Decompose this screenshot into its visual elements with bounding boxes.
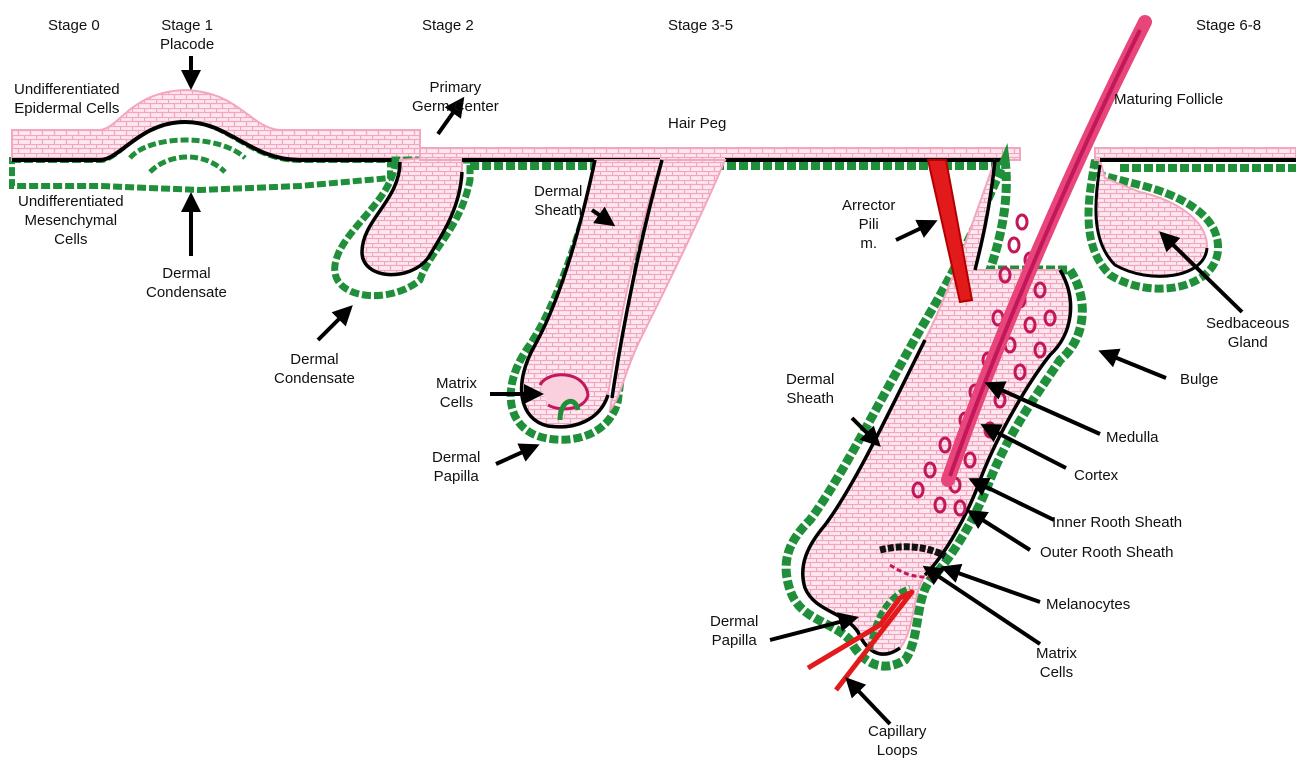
dc1-line2: Condensate bbox=[146, 283, 227, 302]
matrix-cells-label-1: Matrix Cells bbox=[436, 374, 477, 412]
ap-line2: Pili bbox=[842, 215, 895, 234]
ds2-line1: Dermal bbox=[786, 370, 834, 389]
stage-1-text: Stage 1 bbox=[160, 16, 214, 35]
dc1-line1: Dermal bbox=[146, 264, 227, 283]
cl-line2: Loops bbox=[868, 741, 926, 760]
mc2-line2: Cells bbox=[1036, 663, 1077, 682]
melanocytes-label: Melanocytes bbox=[1046, 595, 1130, 614]
sg-line2: Gland bbox=[1206, 333, 1289, 352]
dermal-condensate-label-1: Dermal Condensate bbox=[146, 264, 227, 302]
stage-3-5-label: Stage 3-5 bbox=[668, 16, 733, 35]
dermal-sheath-label-2: Dermal Sheath bbox=[786, 370, 834, 408]
dp1-line2: Papilla bbox=[432, 467, 480, 486]
outer-root-sheath-label: Outer Rooth Sheath bbox=[1040, 543, 1173, 562]
capillary-loops-label: Capillary Loops bbox=[868, 722, 926, 760]
mc1-line2: Cells bbox=[436, 393, 477, 412]
mc1-line1: Matrix bbox=[436, 374, 477, 393]
dermal-papilla-label-1: Dermal Papilla bbox=[432, 448, 480, 486]
ds1-line2: Sheath bbox=[534, 201, 582, 220]
stage-0-label: Stage 0 bbox=[48, 16, 100, 35]
stage-2-label: Stage 2 bbox=[422, 16, 474, 35]
sebaceous-gland-label: Sedbaceous Gland bbox=[1206, 314, 1289, 352]
undifferentiated-epidermal-label: Undifferentiated Epidermal Cells bbox=[14, 80, 120, 118]
maturing-follicle-label: Maturing Follicle bbox=[1114, 90, 1223, 109]
mc2-line1: Matrix bbox=[1036, 644, 1077, 663]
placode-text: Placode bbox=[160, 35, 214, 54]
germ-line1: Primary bbox=[412, 78, 499, 97]
undiff-epi-line2: Epidermal Cells bbox=[14, 99, 120, 118]
stage-6-8-label: Stage 6-8 bbox=[1196, 16, 1261, 35]
cortex-label: Cortex bbox=[1074, 466, 1118, 485]
dermal-condensate-label-2: Dermal Condensate bbox=[274, 350, 355, 388]
dp2-line2: Papilla bbox=[710, 631, 758, 650]
medulla-label: Medulla bbox=[1106, 428, 1159, 447]
dp2-line1: Dermal bbox=[710, 612, 758, 631]
hair-peg-label: Hair Peg bbox=[668, 114, 726, 133]
sg-line1: Sedbaceous bbox=[1206, 314, 1289, 333]
undiff-mes-line2: Mesenchymal bbox=[18, 211, 124, 230]
ap-line1: Arrector bbox=[842, 196, 895, 215]
germ-line2: Germ Center bbox=[412, 97, 499, 116]
ap-line3: m. bbox=[842, 234, 895, 253]
inner-root-sheath-label: Inner Rooth Sheath bbox=[1052, 513, 1182, 532]
dp1-line1: Dermal bbox=[432, 448, 480, 467]
primary-germ-center-label: Primary Germ Center bbox=[412, 78, 499, 116]
dermal-sheath-label-1: Dermal Sheath bbox=[534, 182, 582, 220]
matrix-cells-label-2: Matrix Cells bbox=[1036, 644, 1077, 682]
undifferentiated-mesenchymal-label: Undifferentiated Mesenchymal Cells bbox=[18, 192, 124, 249]
dc2-line1: Dermal bbox=[274, 350, 355, 369]
ds1-line1: Dermal bbox=[534, 182, 582, 201]
undiff-epi-line1: Undifferentiated bbox=[14, 80, 120, 99]
cl-line1: Capillary bbox=[868, 722, 926, 741]
undiff-mes-line3: Cells bbox=[18, 230, 124, 249]
undiff-mes-line1: Undifferentiated bbox=[18, 192, 124, 211]
dermal-papilla-label-2: Dermal Papilla bbox=[710, 612, 758, 650]
ds2-line2: Sheath bbox=[786, 389, 834, 408]
dc2-line2: Condensate bbox=[274, 369, 355, 388]
stage-1-label: Stage 1 Placode bbox=[160, 16, 214, 54]
bulge-label: Bulge bbox=[1180, 370, 1218, 389]
arrector-pili-label: Arrector Pili m. bbox=[842, 196, 895, 253]
sebaceous-gland bbox=[1088, 148, 1296, 289]
